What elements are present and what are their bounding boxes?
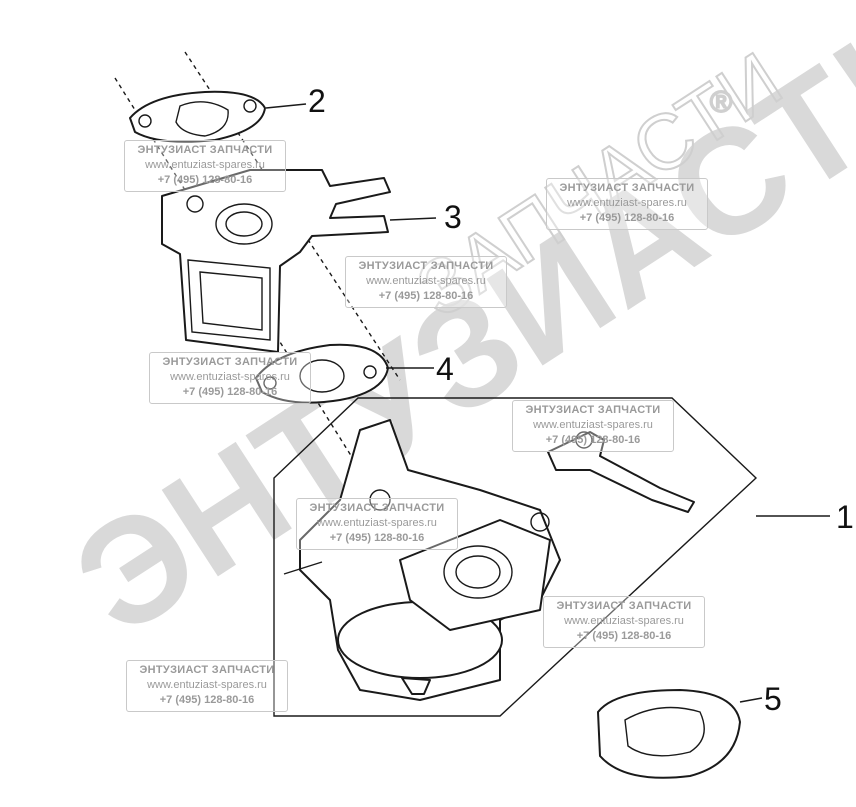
stamp-phone: +7 (495) 128-80-16 [579,212,675,224]
watermark-stamp: ЭНТУЗИАСТ ЗАПЧАСТИ www.entuziast-spares.… [543,596,705,648]
watermark-stamp: ЭНТУЗИАСТ ЗАПЧАСТИ www.entuziast-spares.… [124,140,286,192]
stamp-name: ЭНТУЗИАСТ ЗАПЧАСТИ [162,356,298,368]
leader-5 [739,697,763,703]
stamp-phone: +7 (495) 128-80-16 [378,290,474,302]
stamp-site: www.entuziast-spares.ru [564,615,684,627]
part-insulator-bracket [161,169,391,353]
callout-5: 5 [764,681,782,717]
stamp-name: ЭНТУЗИАСТ ЗАПЧАСТИ [139,664,275,676]
callout-2: 2 [308,83,326,119]
stamp-name: ЭНТУЗИАСТ ЗАПЧАСТИ [559,182,695,194]
stamp-site: www.entuziast-spares.ru [170,371,290,383]
stamp-name: ЭНТУЗИАСТ ЗАПЧАСТИ [358,260,494,272]
part-gasket-top [129,90,266,143]
watermark-stamp: ЭНТУЗИАСТ ЗАПЧАСТИ www.entuziast-spares.… [512,400,674,452]
watermark-stamp: ЭНТУЗИАСТ ЗАПЧАСТИ www.entuziast-spares.… [126,660,288,712]
watermark-stamp: ЭНТУЗИАСТ ЗАПЧАСТИ www.entuziast-spares.… [546,178,708,230]
watermark-registered: ® [710,86,732,119]
stamp-site: www.entuziast-spares.ru [147,679,267,691]
stamp-phone: +7 (495) 128-80-16 [576,630,672,642]
stamp-phone: +7 (495) 128-80-16 [159,694,255,706]
part-carburetor-assembly [273,397,758,717]
stamp-name: ЭНТУЗИАСТ ЗАПЧАСТИ [137,144,273,156]
leader-2 [265,103,307,109]
leader-3 [389,217,437,221]
watermark-stamp: ЭНТУЗИАСТ ЗАПЧАСТИ www.entuziast-spares.… [149,352,311,404]
part-gasket-bottom [597,689,741,779]
watermark-stamp: ЭНТУЗИАСТ ЗАПЧАСТИ www.entuziast-spares.… [345,256,507,308]
watermark-stamp: ЭНТУЗИАСТ ЗАПЧАСТИ www.entuziast-spares.… [296,498,458,550]
stamp-phone: +7 (495) 128-80-16 [329,532,425,544]
stamp-site: www.entuziast-spares.ru [145,159,265,171]
stamp-phone: +7 (495) 128-80-16 [545,434,641,446]
callout-1: 1 [836,499,854,535]
stamp-phone: +7 (495) 128-80-16 [157,174,253,186]
stamp-site: www.entuziast-spares.ru [366,275,486,287]
stamp-site: www.entuziast-spares.ru [567,197,687,209]
callout-3: 3 [444,199,462,235]
stamp-phone: +7 (495) 128-80-16 [182,386,278,398]
callout-4: 4 [436,351,454,387]
stamp-name: ЭНТУЗИАСТ ЗАПЧАСТИ [525,404,661,416]
stamp-name: ЭНТУЗИАСТ ЗАПЧАСТИ [556,600,692,612]
stamp-site: www.entuziast-spares.ru [533,419,653,431]
stamp-site: www.entuziast-spares.ru [317,517,437,529]
stamp-name: ЭНТУЗИАСТ ЗАПЧАСТИ [309,502,445,514]
